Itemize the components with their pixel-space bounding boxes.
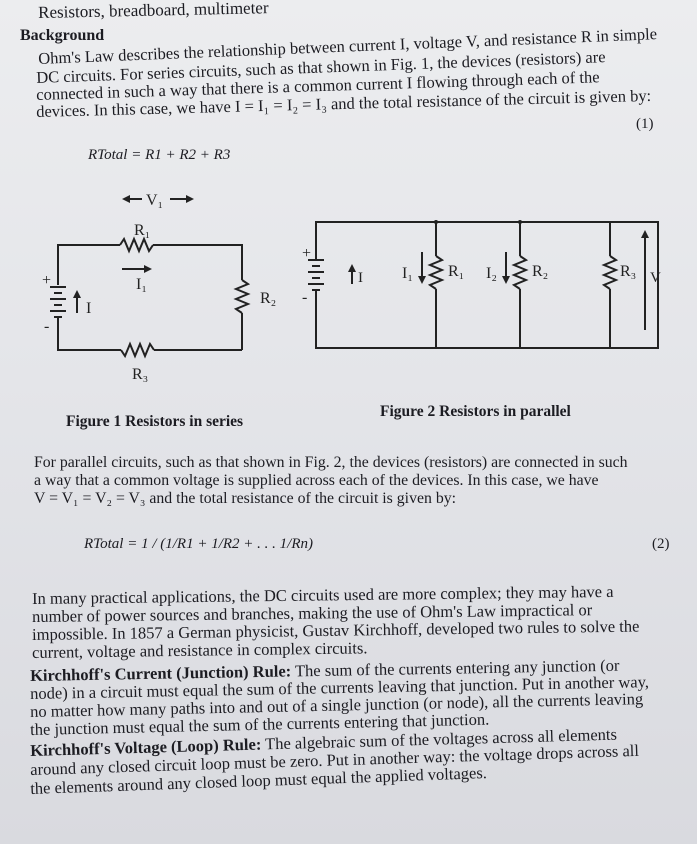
- label-r1: R₁: [448, 263, 464, 280]
- label-v1: V₁: [146, 192, 163, 209]
- section-heading: Background: [20, 27, 105, 44]
- resistor-r3-symbol: [120, 341, 155, 359]
- equation-2-number: (2): [652, 536, 670, 552]
- battery-cells: [308, 259, 324, 291]
- label-r1: R₁: [134, 222, 150, 239]
- i-arrow-head: [73, 290, 81, 298]
- label-r3: R₃: [620, 263, 636, 280]
- i1-arrow-head: [418, 276, 426, 284]
- label-i1: I₁: [402, 265, 413, 282]
- equation-1: RTotal = R1 + R2 + R3: [88, 147, 231, 163]
- label-plus: +: [42, 272, 51, 289]
- wire-top-right: [153, 244, 243, 280]
- resistor-r2-symbol: [233, 279, 251, 314]
- label-i: I: [358, 270, 363, 286]
- label-i2: I₂: [486, 265, 497, 282]
- equation-2: RTotal = 1 / (1/R1 + 1/R2 + . . . 1/Rn): [84, 536, 313, 552]
- figure-1-series-circuit: V₁ R₁ I₁ R₂ R₃ I + -: [42, 192, 276, 383]
- battery-cells: [50, 286, 66, 318]
- wire-outer-loop: [315, 221, 659, 349]
- equation-1-number: (1): [636, 116, 654, 132]
- practical-line: current, voltage and resistance in compl…: [31, 638, 368, 662]
- figure-1-caption: Figure 1 Resistors in series: [66, 413, 244, 430]
- v-arrow-head: [641, 230, 649, 238]
- i2-arrow-head: [502, 276, 510, 284]
- figure-2-parallel-circuit: I I₁ R₁ I₂ R₂ R₃ V + -: [302, 220, 661, 349]
- wire-top-left: [57, 244, 120, 263]
- parallel-line: a way that a common voltage is supplied …: [34, 472, 599, 489]
- figure-2-caption: Figure 2 Resistors in parallel: [380, 403, 571, 420]
- v1-arrow-left-head: [122, 195, 130, 203]
- resistor-r3-symbol: [601, 255, 619, 290]
- parallel-line: For parallel circuits, such as that show…: [34, 454, 628, 471]
- i1-arrow-head: [144, 265, 152, 273]
- resistor-r2-symbol: [511, 255, 529, 290]
- label-minus: -: [44, 318, 49, 335]
- label-i: I: [86, 300, 91, 317]
- label-v: V: [650, 270, 661, 286]
- document-header-title: Resistors, breadboard, multimeter: [37, 0, 269, 22]
- label-minus: -: [302, 289, 307, 306]
- label-r2: R₂: [532, 263, 548, 280]
- wire-bottom-left: [57, 325, 121, 351]
- label-i1: I₁: [136, 276, 147, 293]
- v1-arrow-right-head: [186, 195, 194, 203]
- resistor-r1-symbol: [119, 236, 154, 254]
- junction-dot: [518, 220, 522, 224]
- parallel-line: V = V₁ = V₂ = V₃ and the total resistanc…: [34, 490, 457, 507]
- label-plus: +: [302, 245, 311, 262]
- junction-dot: [434, 220, 438, 224]
- i-arrow-head: [348, 264, 356, 272]
- resistor-r1-symbol: [427, 255, 445, 290]
- label-r2: R₂: [260, 290, 276, 307]
- label-r3: R₃: [132, 366, 148, 383]
